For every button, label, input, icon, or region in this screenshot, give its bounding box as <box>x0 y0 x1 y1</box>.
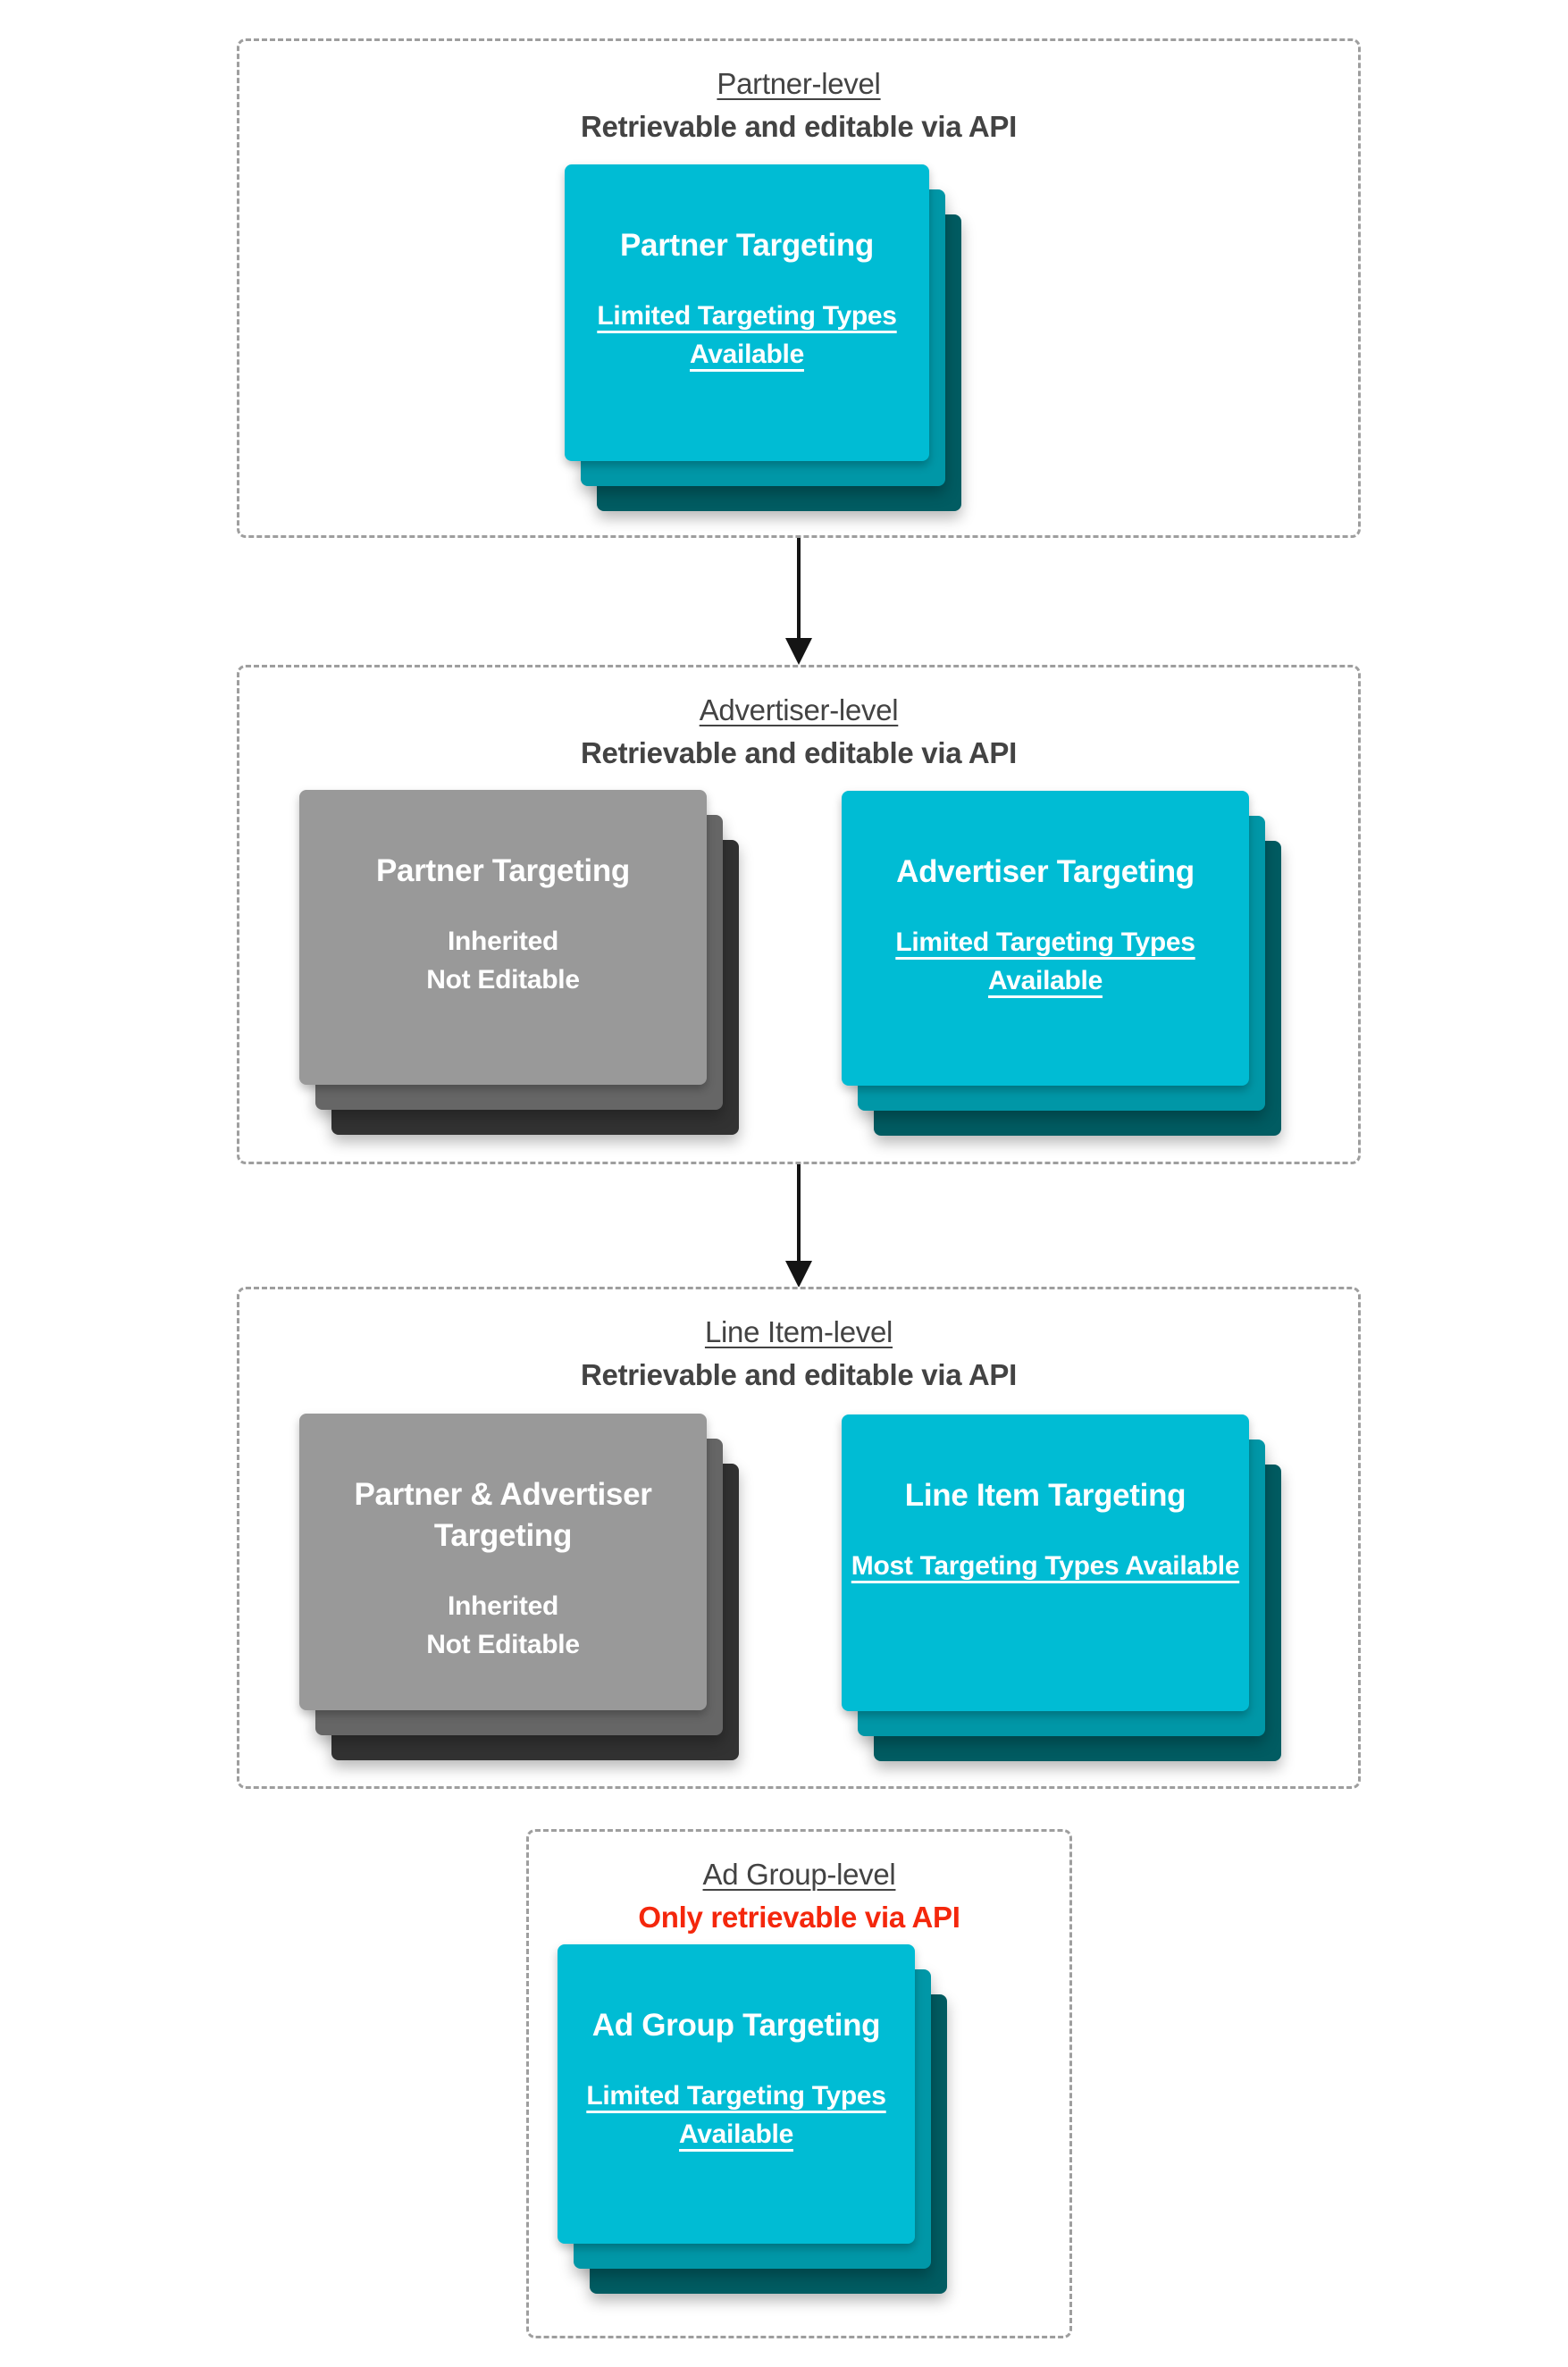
section-header: Partner-level Retrievable and editable v… <box>239 63 1358 148</box>
section-header: Ad Group-level Only retrievable via API <box>529 1853 1069 1939</box>
section-api-note: Retrievable and editable via API <box>580 736 1018 769</box>
section-api-note: Only retrievable via API <box>638 1901 960 1934</box>
card-title: Partner Targeting <box>375 853 631 888</box>
section-header: Line Item-level Retrievable and editable… <box>239 1311 1358 1397</box>
card-note: Inherited Not Editable <box>426 1587 580 1664</box>
card-note: Most Targeting Types Available <box>851 1551 1240 1581</box>
card-note-line: Not Editable <box>426 965 580 995</box>
ad-group-level-section: Ad Group-level Only retrievable via API … <box>526 1829 1072 2338</box>
targeting-card: Partner & Advertiser Targeting Inherited… <box>299 1414 707 1710</box>
section-level-label: Ad Group-level <box>702 1858 896 1891</box>
section-api-note: Retrievable and editable via API <box>580 1358 1018 1391</box>
card-title: Partner & Advertiser Targeting <box>354 1477 652 1553</box>
section-api-note: Retrievable and editable via API <box>580 110 1018 143</box>
card-title: Line Item Targeting <box>904 1478 1186 1513</box>
flow-arrow-head <box>785 1261 812 1288</box>
section-level-label: Advertiser-level <box>699 693 899 726</box>
card-note: Limited Targeting Types Available <box>895 927 1195 995</box>
card-note-line: Inherited <box>448 927 558 956</box>
flow-arrow-head <box>785 638 812 665</box>
targeting-card: Ad Group Targeting Limited Targeting Typ… <box>558 1944 915 2244</box>
card-note: Inherited Not Editable <box>426 922 580 999</box>
inherited-partner-targeting-card-stack: Partner Targeting Inherited Not Editable <box>299 790 739 1135</box>
line-item-level-section: Line Item-level Retrievable and editable… <box>237 1287 1361 1789</box>
card-note-line: Not Editable <box>426 1630 580 1659</box>
line-item-targeting-card-stack: Line Item Targeting Most Targeting Types… <box>842 1414 1281 1761</box>
targeting-card: Partner Targeting Inherited Not Editable <box>299 790 707 1085</box>
section-level-label: Line Item-level <box>704 1315 893 1348</box>
card-title: Partner Targeting <box>619 228 875 263</box>
targeting-card: Line Item Targeting Most Targeting Types… <box>842 1414 1249 1711</box>
targeting-card: Advertiser Targeting Limited Targeting T… <box>842 791 1249 1086</box>
card-note-line: Inherited <box>448 1591 558 1621</box>
card-title: Ad Group Targeting <box>591 2008 881 2043</box>
card-note: Limited Targeting Types Available <box>597 301 897 369</box>
flow-arrow-line <box>797 1164 801 1263</box>
partner-level-section: Partner-level Retrievable and editable v… <box>237 38 1361 538</box>
flow-arrow-line <box>797 538 801 640</box>
partner-targeting-card-stack: Partner Targeting Limited Targeting Type… <box>565 164 961 511</box>
card-note: Limited Targeting Types Available <box>586 2081 886 2149</box>
targeting-card: Partner Targeting Limited Targeting Type… <box>565 164 929 461</box>
section-header: Advertiser-level Retrievable and editabl… <box>239 689 1358 775</box>
advertiser-level-section: Advertiser-level Retrievable and editabl… <box>237 665 1361 1164</box>
section-level-label: Partner-level <box>717 67 881 100</box>
card-title: Advertiser Targeting <box>896 854 1195 889</box>
inherited-partner-advertiser-targeting-card-stack: Partner & Advertiser Targeting Inherited… <box>299 1414 739 1760</box>
advertiser-targeting-card-stack: Advertiser Targeting Limited Targeting T… <box>842 791 1281 1136</box>
ad-group-targeting-card-stack: Ad Group Targeting Limited Targeting Typ… <box>558 1944 947 2294</box>
